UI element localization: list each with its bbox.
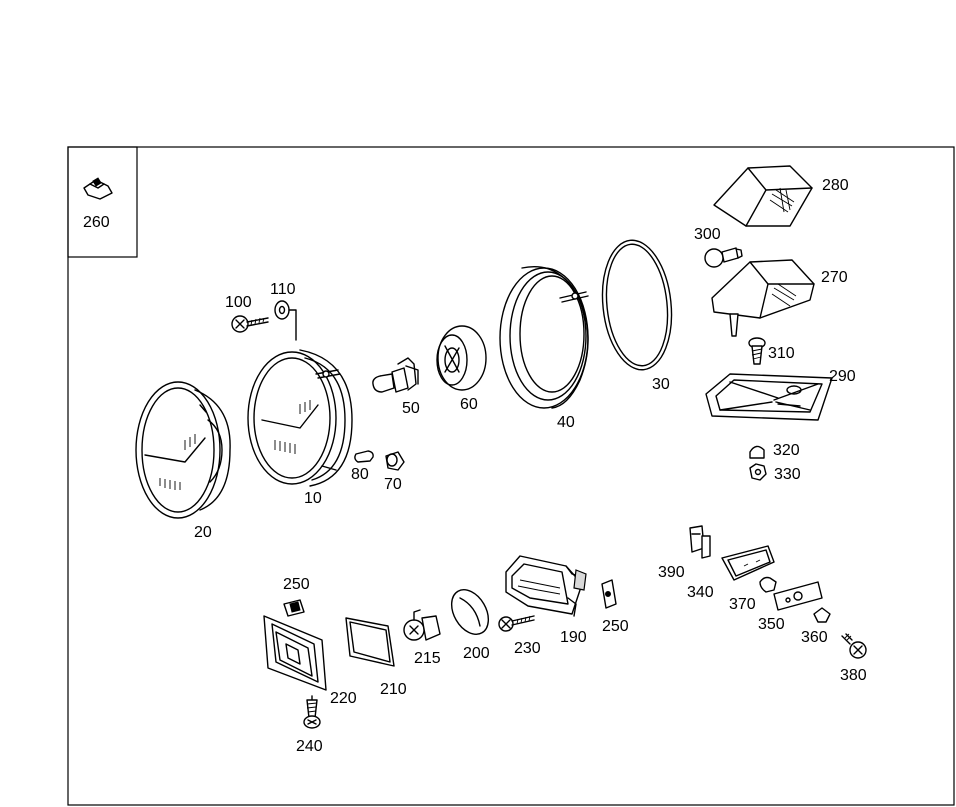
part-360-bulb[interactable] — [813, 607, 831, 623]
part-label-100: 100 — [225, 294, 252, 311]
part-220-bezel[interactable] — [263, 615, 327, 691]
part-label-320: 320 — [773, 442, 800, 459]
part-100-screw[interactable] — [231, 315, 269, 333]
part-label-250-left: 250 — [283, 576, 310, 593]
part-330-nut[interactable] — [749, 463, 767, 481]
part-label-340: 340 — [687, 584, 714, 601]
part-260-clip[interactable] — [83, 177, 113, 200]
part-200-reflector[interactable] — [444, 583, 496, 641]
part-110-washer[interactable] — [274, 300, 297, 341]
part-label-20: 20 — [194, 524, 212, 541]
part-300-bulb[interactable] — [704, 247, 743, 268]
part-label-280: 280 — [822, 177, 849, 194]
part-350-plate[interactable] — [773, 581, 823, 611]
part-label-70: 70 — [384, 476, 402, 493]
part-310-screw[interactable] — [748, 337, 766, 365]
part-label-10: 10 — [304, 490, 322, 507]
part-30-ring[interactable] — [596, 237, 677, 373]
part-label-40: 40 — [557, 414, 575, 431]
part-label-190: 190 — [560, 629, 587, 646]
part-210-gasket[interactable] — [345, 617, 395, 667]
part-label-370: 370 — [729, 596, 756, 613]
part-60-cap[interactable] — [436, 325, 487, 391]
part-label-260: 260 — [83, 214, 110, 231]
part-40-housing[interactable] — [499, 266, 589, 409]
part-label-290: 290 — [829, 368, 856, 385]
part-label-110: 110 — [270, 281, 296, 298]
part-380-screw[interactable] — [841, 633, 867, 659]
part-label-380: 380 — [840, 667, 867, 684]
part-250-clip-right[interactable] — [601, 579, 617, 609]
part-label-220: 220 — [330, 690, 357, 707]
part-290-gasket[interactable] — [705, 373, 833, 421]
part-340-marker-lens[interactable] — [721, 545, 775, 581]
part-label-210: 210 — [380, 681, 407, 698]
part-label-30: 30 — [652, 376, 670, 393]
part-230-screw[interactable] — [498, 615, 535, 632]
part-label-350: 350 — [758, 616, 785, 633]
part-label-80: 80 — [351, 466, 369, 483]
part-label-330: 330 — [774, 466, 801, 483]
part-250-clip-left[interactable] — [283, 599, 305, 617]
part-label-250-right: 250 — [602, 618, 629, 635]
part-190-fog-lamp[interactable] — [505, 555, 587, 617]
part-label-310: 310 — [768, 345, 795, 362]
part-label-60: 60 — [460, 396, 478, 413]
part-label-200: 200 — [463, 645, 490, 662]
part-390-connector[interactable] — [689, 525, 711, 559]
part-370-bulb[interactable] — [759, 576, 777, 593]
inset-box — [67, 146, 138, 258]
part-50-bulb[interactable] — [372, 357, 419, 393]
part-280-cover[interactable] — [713, 165, 813, 227]
part-label-215: 215 — [414, 650, 441, 667]
part-label-230: 230 — [514, 640, 541, 657]
part-label-50: 50 — [402, 400, 420, 417]
part-80-bulb[interactable] — [354, 450, 374, 463]
part-10-headlamp-insert[interactable] — [247, 349, 353, 487]
part-70-socket[interactable] — [385, 451, 405, 471]
part-label-390: 390 — [658, 564, 685, 581]
part-20-headlamp[interactable] — [135, 381, 231, 519]
part-label-270: 270 — [821, 269, 848, 286]
part-label-360: 360 — [801, 629, 828, 646]
part-270-housing[interactable] — [711, 259, 815, 337]
part-240-screw[interactable] — [303, 695, 321, 729]
part-320-clip[interactable] — [749, 445, 765, 459]
diagram-frame — [67, 146, 955, 806]
part-label-240: 240 — [296, 738, 323, 755]
part-label-300: 300 — [694, 226, 721, 243]
part-215-bulb-holder[interactable] — [403, 609, 441, 641]
